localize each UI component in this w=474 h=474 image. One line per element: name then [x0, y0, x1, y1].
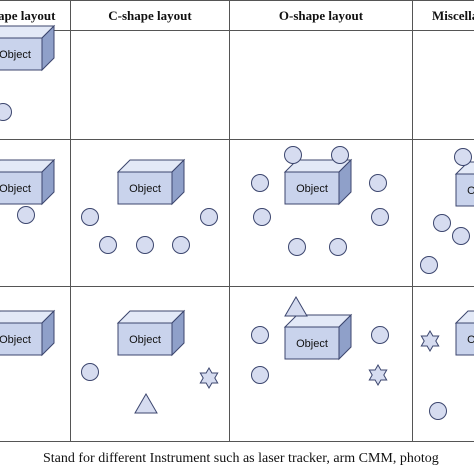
object-box: Object — [116, 158, 186, 206]
instrument-triangle — [284, 296, 308, 317]
object-label: Object — [129, 334, 161, 346]
instrument-circle — [371, 208, 389, 226]
object-label: Object — [467, 334, 474, 346]
instrument-circle — [251, 326, 269, 344]
instrument-circle — [253, 208, 271, 226]
object-label: Object — [129, 183, 161, 195]
object-boxes: ObjectObjectObjectObjectObjectObjectObje… — [0, 24, 474, 361]
object-box-front — [455, 322, 474, 356]
object-box-front — [284, 171, 340, 205]
instrument-circle — [172, 236, 190, 254]
header-c-shape-layout: C-shape layout — [108, 8, 192, 23]
object-box-front — [284, 326, 340, 360]
instrument-star — [368, 364, 388, 386]
object-box: Object — [454, 310, 474, 356]
object-box: Object — [0, 309, 56, 357]
legend-text: Stand for different Instrument such as l… — [43, 451, 439, 466]
instrument-circle — [99, 236, 117, 254]
legend: ⁚ Stand for different Instrument such as… — [0, 444, 474, 474]
instrument-circle — [433, 214, 451, 232]
header-o-shape-layout: O-shape layout — [279, 8, 364, 23]
object-label: Object — [467, 185, 474, 197]
instrument-circle — [369, 174, 387, 192]
instrument-circle — [288, 238, 306, 256]
object-box-front — [455, 173, 474, 207]
object-label: Object — [296, 338, 328, 350]
instrument-circle — [0, 103, 12, 121]
instrument-triangle — [134, 393, 158, 414]
object-box-front — [117, 322, 173, 356]
object-box: Object — [0, 24, 56, 72]
object-box: Object — [283, 158, 353, 206]
object-label: Object — [0, 334, 31, 346]
table-grid — [0, 0, 474, 442]
object-box-front — [117, 171, 173, 205]
object-box: Object — [454, 161, 474, 207]
instrument-circle — [251, 174, 269, 192]
header-miscellaneous: Miscella — [432, 8, 474, 23]
instrument-circle — [251, 366, 269, 384]
instrument-circle — [81, 363, 99, 381]
instrument-star — [420, 330, 440, 352]
instrument-circle — [200, 208, 218, 226]
instrument-circle — [17, 206, 35, 224]
object-box-front — [0, 322, 43, 356]
header-partial-layout: ape layout — [0, 8, 56, 23]
layout-table-figure: ape layout C-shape layout O-shape layout… — [0, 0, 474, 442]
instrument-circle — [429, 402, 447, 420]
object-box-front — [0, 171, 43, 205]
instrument-circle — [420, 256, 438, 274]
object-box-top — [454, 310, 474, 324]
instrument-circle — [136, 236, 154, 254]
instrument-symbols — [0, 103, 472, 420]
object-box-top — [454, 161, 474, 175]
instrument-circle — [452, 227, 470, 245]
object-box: Object — [116, 309, 186, 357]
object-label: Object — [296, 183, 328, 195]
instrument-star — [199, 367, 219, 389]
object-label: Object — [0, 183, 31, 195]
object-box-front — [0, 37, 43, 71]
instrument-circle — [454, 148, 472, 166]
instrument-circle — [329, 238, 347, 256]
instrument-circle — [284, 146, 302, 164]
object-box: Object — [0, 158, 56, 206]
instrument-circle — [81, 208, 99, 226]
object-label: Object — [0, 49, 31, 61]
object-box: Object — [283, 313, 353, 361]
instrument-circle — [371, 326, 389, 344]
instrument-circle — [331, 146, 349, 164]
